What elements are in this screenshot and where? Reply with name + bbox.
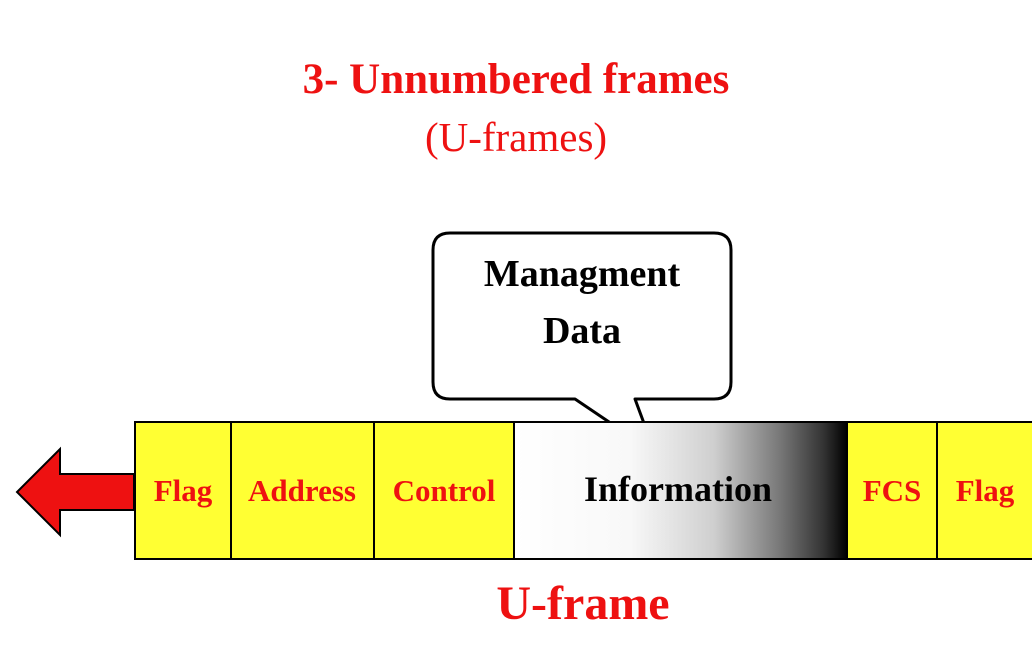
field-label-flag-end: Flag [956,473,1015,508]
field-control [373,421,515,560]
field-label-flag-start: Flag [154,473,213,508]
frame-caption: U-frame [496,577,669,630]
left-arrow-icon [15,446,135,538]
field-label-information: Information [584,469,772,509]
page-subtitle: (U-frames) [424,114,608,160]
callout-text-line1: Managment [484,253,681,295]
callout-text-line2: Data [543,310,621,352]
field-information [513,421,848,560]
field-fcs [846,421,938,560]
field-flag-end [936,421,1032,560]
field-flag-start [134,421,232,560]
frame-fields [134,421,1032,560]
field-address [230,421,375,560]
field-label-fcs: FCS [863,473,922,508]
field-label-control: Control [393,473,496,508]
page-title: 3- Unnumbered frames [302,56,730,103]
field-label-address: Address [248,473,356,508]
